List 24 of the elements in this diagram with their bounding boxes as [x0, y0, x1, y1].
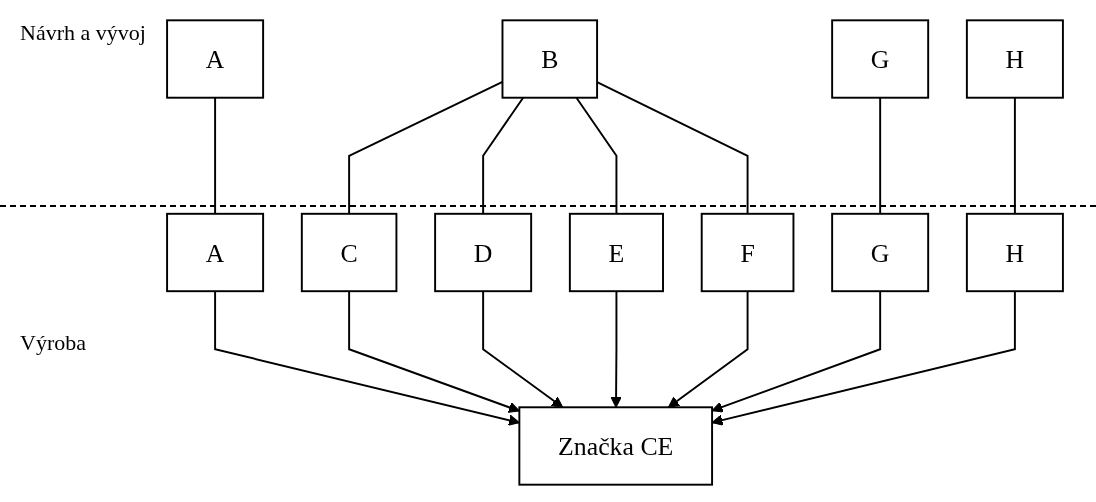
connector — [879, 96, 882, 215]
node-box: C — [300, 212, 398, 293]
connector — [1013, 96, 1016, 215]
arrow — [348, 290, 520, 413]
node-box: A — [166, 212, 265, 293]
arrow — [482, 290, 564, 408]
connector — [214, 96, 217, 215]
section-label: Výroba — [20, 330, 86, 356]
node-box: E — [568, 212, 664, 293]
arrow — [610, 290, 622, 408]
node-box: Značka CE — [518, 406, 714, 486]
node-box: H — [965, 19, 1064, 99]
node-box: F — [700, 212, 795, 293]
connector — [575, 96, 618, 215]
arrow — [214, 290, 520, 426]
node-box: A — [166, 19, 265, 99]
section-label: Návrh a vývoj — [20, 20, 146, 46]
node-box: H — [965, 212, 1064, 293]
arrow — [667, 290, 749, 408]
node-box: G — [831, 212, 930, 293]
connector — [482, 96, 525, 215]
node-box: D — [434, 212, 533, 293]
node-box: G — [831, 19, 930, 99]
node-box: B — [501, 19, 599, 99]
